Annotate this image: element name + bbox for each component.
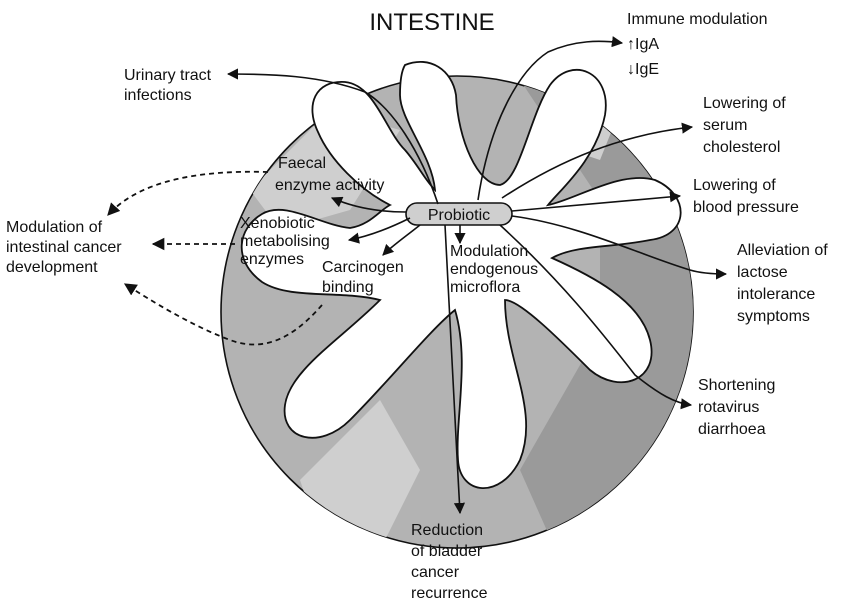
dashed-arrow-faecal xyxy=(108,172,268,215)
intestine-cross-section xyxy=(221,62,720,560)
probiotic-center: Probiotic xyxy=(406,203,512,225)
label-rotavirus: Shortening rotavirus diarrhoea xyxy=(698,377,780,438)
label-blood-pressure: Lowering of blood pressure xyxy=(693,177,799,216)
label-lactose: Alleviation of lactose intolerance sympt… xyxy=(737,242,832,325)
title: INTESTINE xyxy=(369,9,494,36)
label-ige: ↓IgE xyxy=(627,61,659,78)
label-iga: ↑IgA xyxy=(627,36,659,53)
label-urinary: Urinary tract infections xyxy=(124,67,216,104)
probiotic-label: Probiotic xyxy=(428,207,490,224)
label-immune: Immune modulation xyxy=(627,11,768,28)
label-bladder: Reduction of bladder cancer recurrence xyxy=(411,522,488,602)
label-modulation-cancer: Modulation of intestinal cancer developm… xyxy=(6,219,126,276)
label-cholesterol: Lowering of serum cholesterol xyxy=(703,95,790,156)
